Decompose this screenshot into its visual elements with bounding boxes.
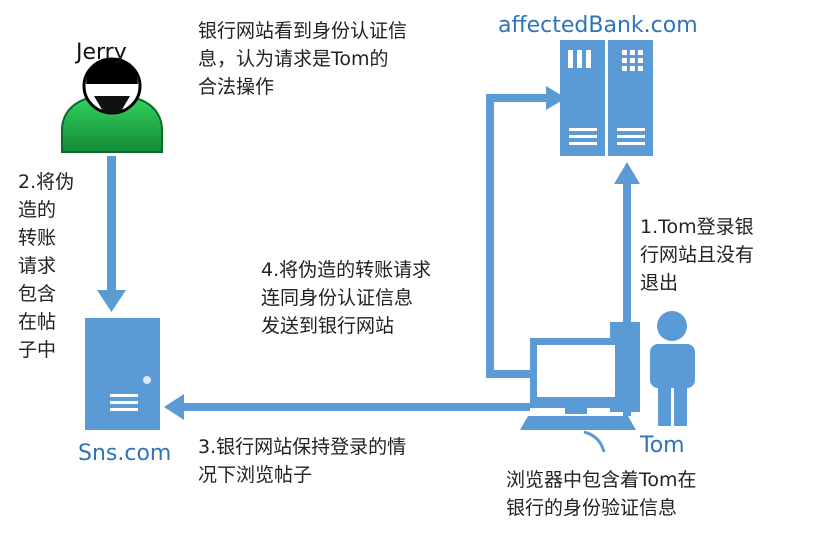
step2-label: 2.将伪 造的 转账 请求 包含 在帖 子中 — [18, 171, 75, 361]
bank-label: affectedBank.com — [498, 13, 698, 38]
arrow-tom-to-bank — [614, 162, 640, 416]
sns-server-icon — [85, 318, 160, 430]
sns-label: Sns.com — [78, 441, 172, 466]
step3-label: 3.银行网站保持登录的情 况下浏览帖子 — [198, 436, 407, 486]
tom-label: Tom — [640, 433, 685, 458]
step1-label: 1.Tom登录银 行网站且没有 退出 — [640, 216, 755, 294]
arrow-browser-to-sns — [164, 394, 530, 420]
person-icon — [650, 311, 695, 426]
jerry-label: Jerry — [76, 40, 127, 65]
arrow-jerry-to-sns — [97, 156, 126, 312]
hacker-icon — [61, 57, 163, 153]
bank-server-icon — [560, 40, 653, 156]
computer-icon — [520, 322, 640, 453]
step4-label: 4.将伪造的转账请求 连同身份认证信息 发送到银行网站 — [261, 259, 432, 337]
browser-note: 浏览器中包含着Tom在 银行的身份验证信息 — [506, 469, 697, 519]
bank-note: 银行网站看到身份认证信 息，认为请求是Tom的 合法操作 — [198, 20, 408, 98]
arrow-browser-to-bank — [486, 86, 566, 378]
